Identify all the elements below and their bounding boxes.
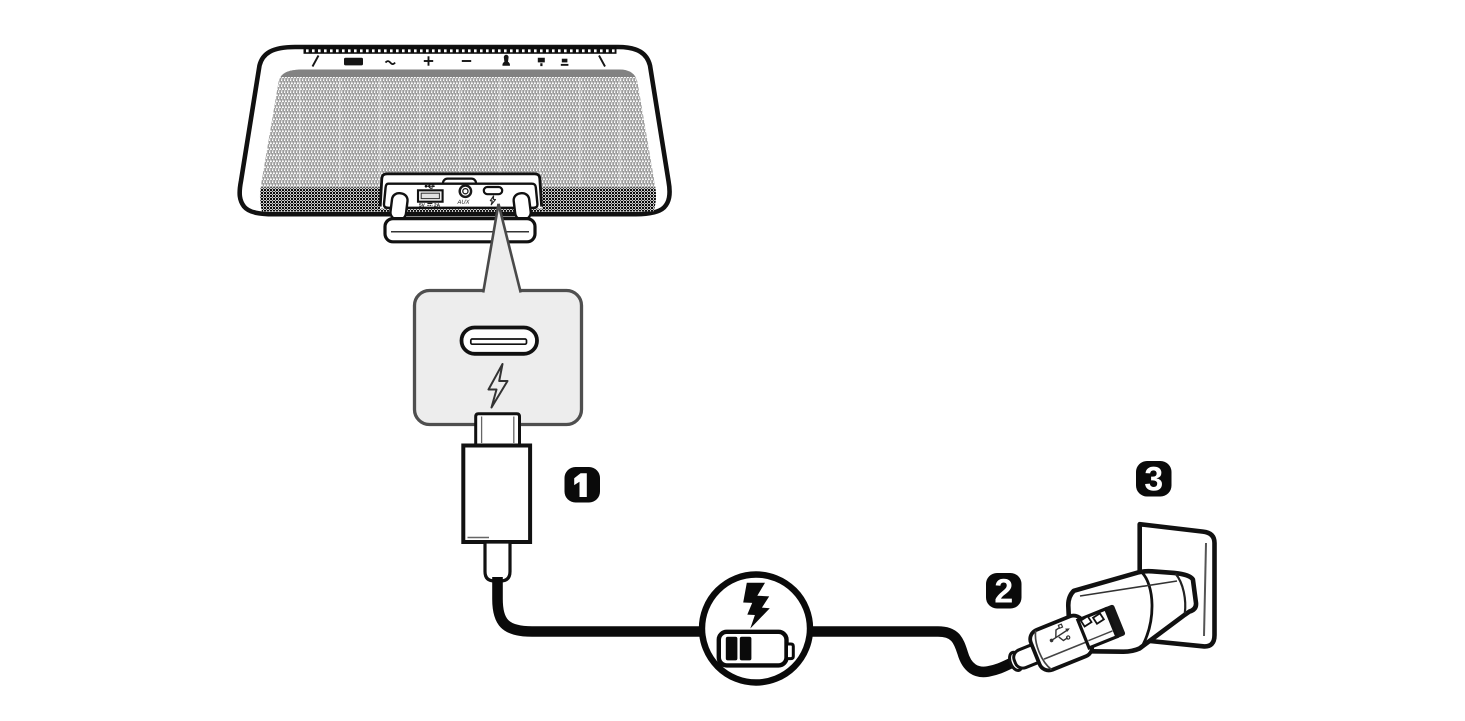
svg-text:AUX: AUX bbox=[457, 200, 471, 206]
svg-text:5V: 5V bbox=[419, 203, 426, 209]
svg-text:2A: 2A bbox=[434, 203, 441, 209]
